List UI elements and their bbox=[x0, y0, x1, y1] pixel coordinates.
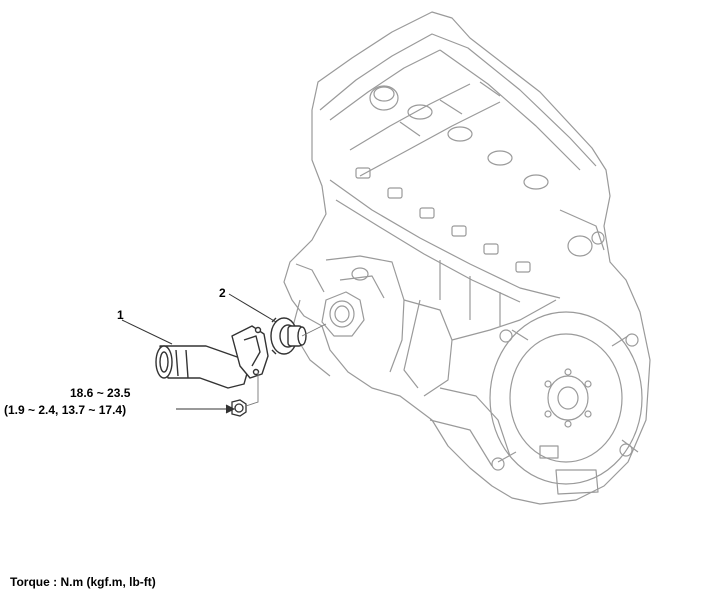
torque-unit-note: Torque : N.m (kgf.m, lb-ft) bbox=[10, 575, 156, 589]
torque-value-alt: (1.9 ~ 2.4, 13.7 ~ 17.4) bbox=[4, 403, 127, 417]
thermostat bbox=[270, 317, 307, 355]
callout-2-number: 2 bbox=[219, 286, 226, 300]
engine-block bbox=[283, 11, 651, 505]
install-line-bolt bbox=[245, 372, 259, 407]
bolt bbox=[231, 399, 247, 417]
callout-1-number: 1 bbox=[117, 308, 124, 322]
callout-2-leader bbox=[228, 293, 277, 323]
torque-value-nm: 18.6 ~ 23.5 bbox=[70, 386, 131, 400]
leader-lines bbox=[121, 293, 327, 414]
water-inlet-fitting bbox=[155, 325, 269, 389]
callout-1-leader bbox=[121, 319, 173, 345]
install-line-thermostat bbox=[301, 323, 327, 337]
